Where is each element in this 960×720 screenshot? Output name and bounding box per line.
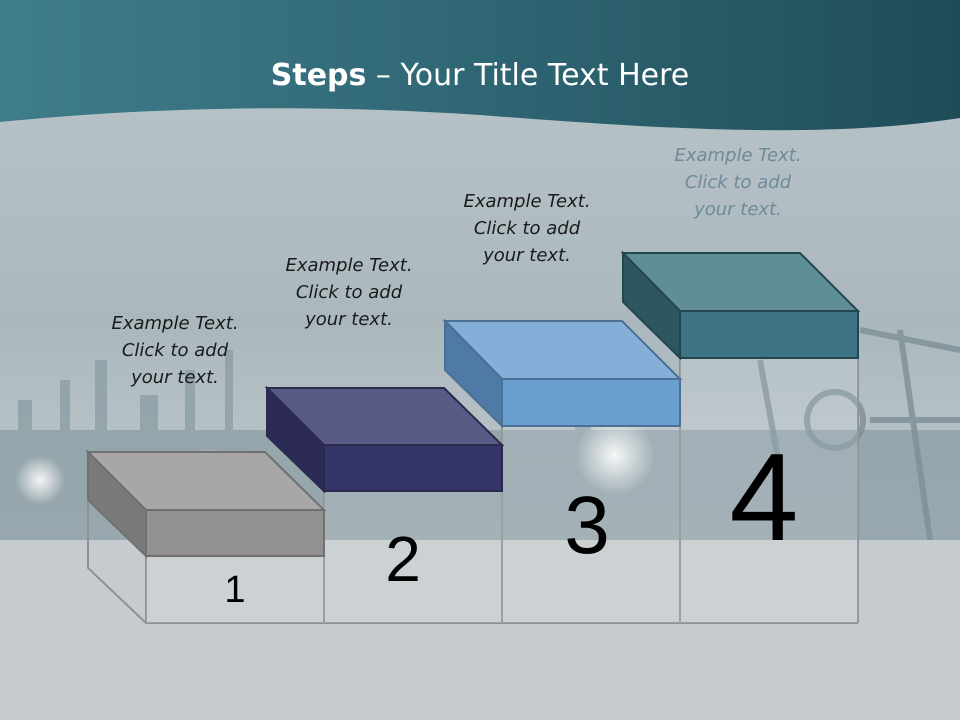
header-band — [0, 0, 960, 131]
title-bold: Steps — [270, 58, 367, 93]
step-2-number: 2 — [385, 523, 421, 595]
step-2-block[interactable] — [264, 385, 505, 494]
step-4-caption[interactable]: Example Text. Click to add your text. — [674, 145, 802, 220]
step-2-caption[interactable]: Example Text. Click to add your text. — [285, 255, 413, 330]
step-1-caption[interactable]: Example Text. Click to add your text. — [111, 313, 239, 388]
step-4-number: 4 — [729, 429, 799, 567]
page-title: Steps – Your Title Text Here — [0, 54, 960, 98]
light-glow — [575, 415, 655, 495]
step-3-block[interactable] — [442, 318, 683, 429]
step-1-block[interactable] — [85, 449, 327, 559]
step-3-caption[interactable]: Example Text. Click to add your text. — [463, 191, 591, 266]
title-text: – Your Title Text Here — [366, 58, 690, 93]
step-4-block[interactable] — [620, 250, 861, 361]
step-3-number: 3 — [564, 480, 610, 571]
pumpjack-silhouette — [757, 327, 960, 541]
step-1-number: 1 — [224, 569, 246, 611]
